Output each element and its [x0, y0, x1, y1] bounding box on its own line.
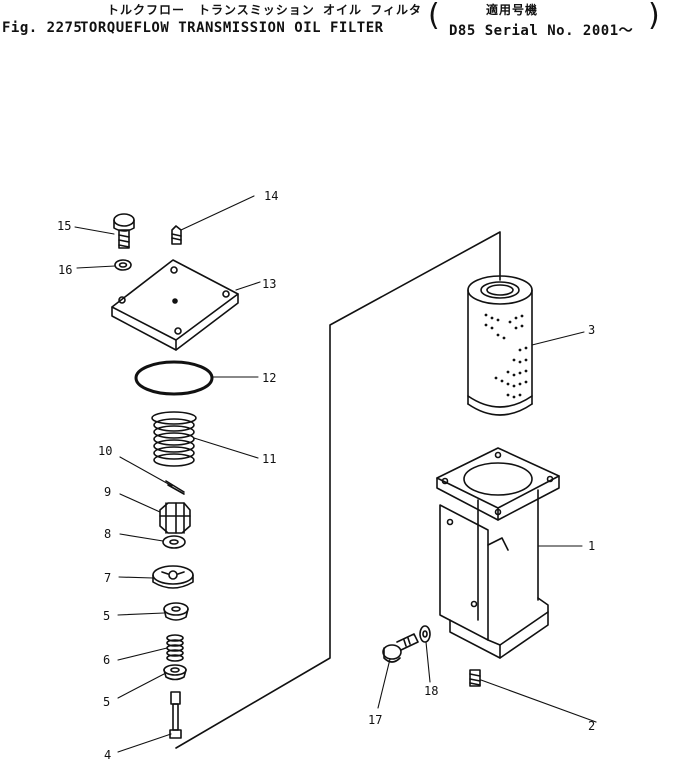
japanese-applicability-label: 適用号機 — [486, 3, 539, 17]
figure-number: Fig. 2275 — [2, 20, 83, 36]
diagram-title: TORQUEFLOW TRANSMISSION OIL FILTER — [80, 20, 384, 36]
washer-18 — [419, 625, 431, 643]
plug-14 — [171, 225, 182, 245]
callout-8: 8 — [104, 527, 111, 541]
callout-16: 16 — [58, 263, 72, 277]
callout-15: 15 — [57, 219, 71, 233]
seat-5-upper — [163, 602, 189, 621]
valve-7 — [152, 565, 194, 589]
callout-12: 12 — [262, 371, 276, 385]
japanese-title: トルクフロー トランスミッション オイル フィルタ — [107, 3, 422, 17]
filter-case-1 — [436, 447, 560, 659]
right-paren: ) — [648, 0, 660, 33]
cotter-pin-10 — [165, 480, 185, 495]
cover-13 — [111, 259, 239, 351]
callout-9: 9 — [104, 485, 111, 499]
callout-7: 7 — [104, 571, 111, 585]
callout-14: 14 — [264, 189, 278, 203]
callout-11: 11 — [262, 452, 276, 466]
callout-5-upper: 5 — [103, 609, 110, 623]
assembly-bracket-line — [175, 231, 501, 749]
filter-element-3 — [467, 275, 533, 416]
stud-4 — [169, 691, 182, 739]
callout-4: 4 — [104, 748, 111, 762]
serial-applicability: D85 Serial No. 2001～ — [449, 23, 634, 39]
seat-5-lower — [163, 664, 187, 681]
bolt-17 — [382, 633, 419, 663]
callout-13: 13 — [262, 277, 276, 291]
left-paren: ( — [428, 0, 440, 33]
o-ring-12 — [134, 360, 214, 396]
spring-6 — [166, 634, 184, 662]
callout-1: 1 — [588, 539, 595, 553]
leader-lines — [74, 195, 597, 753]
callout-10: 10 — [98, 444, 112, 458]
callout-3: 3 — [588, 323, 595, 337]
callout-2: 2 — [588, 719, 595, 733]
washer-8 — [162, 535, 186, 549]
callout-17: 17 — [368, 713, 382, 727]
spring-11 — [151, 411, 197, 467]
lock-washer-16 — [114, 259, 132, 271]
plug-2 — [469, 669, 481, 687]
callout-5-lower: 5 — [103, 695, 110, 709]
callout-18: 18 — [424, 684, 438, 698]
bolt-15 — [113, 213, 135, 249]
callout-6: 6 — [103, 653, 110, 667]
castle-nut-9 — [159, 502, 191, 534]
